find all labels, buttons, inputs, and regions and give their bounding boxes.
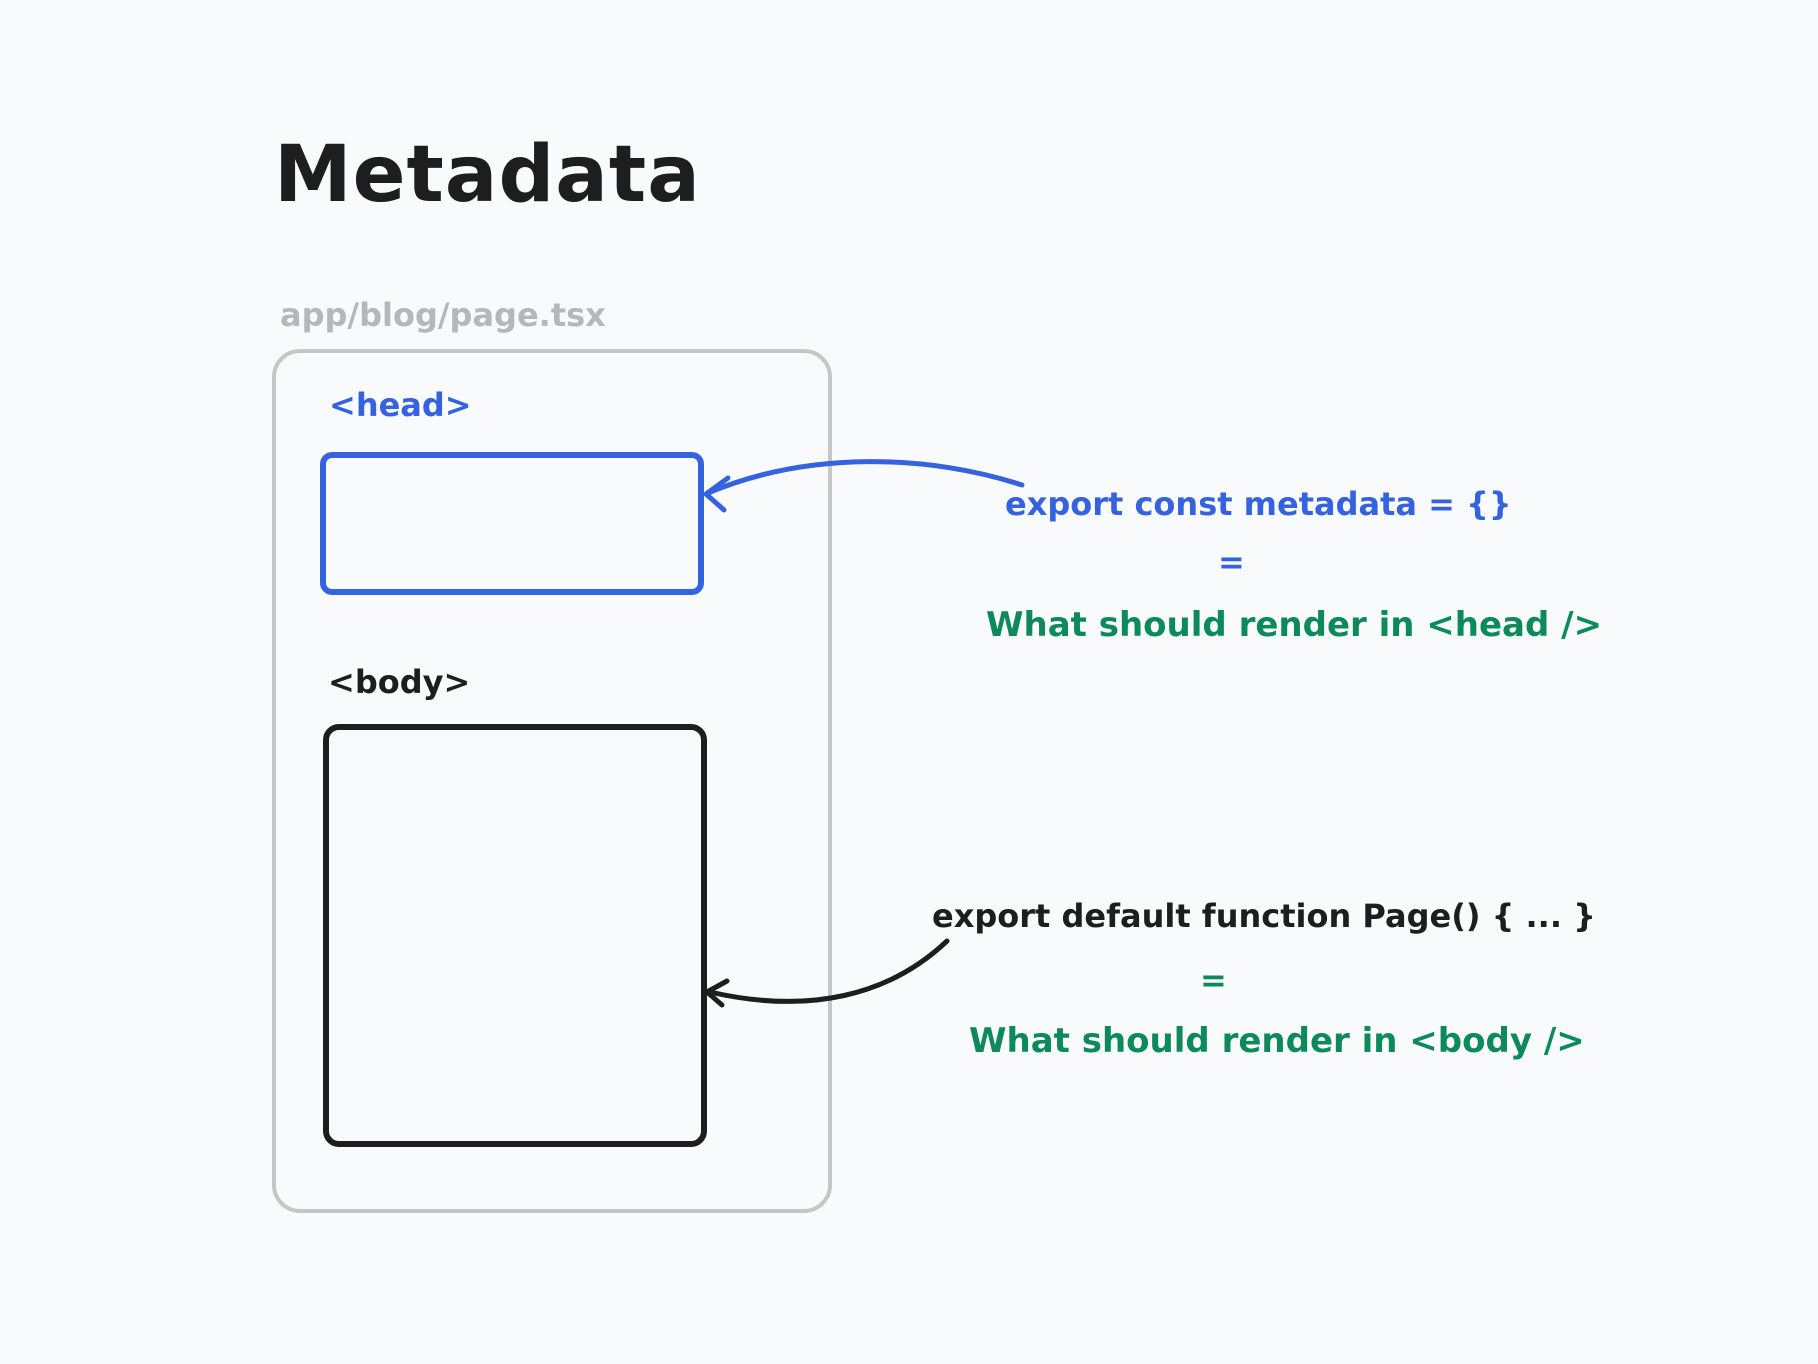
body-label: <body>	[328, 663, 471, 701]
diagram-title: Metadata	[274, 130, 701, 220]
metadata-to-head-arrow	[705, 459, 1025, 496]
head-description: What should render in <head />	[986, 605, 1603, 645]
page-arrowhead	[704, 978, 730, 1008]
head-label: <head>	[329, 386, 472, 424]
body-region-box	[323, 724, 707, 1147]
metadata-export-code: export const metadata = {}	[1005, 485, 1512, 523]
file-path-label: app/blog/page.tsx	[280, 296, 606, 334]
body-description: What should render in <body />	[969, 1021, 1585, 1061]
head-equals-sign: =	[1218, 543, 1245, 581]
metadata-arrowhead	[703, 475, 731, 513]
page-export-code: export default function Page() { ... }	[932, 897, 1596, 935]
body-equals-sign: =	[1200, 961, 1227, 999]
head-region-box	[320, 452, 704, 595]
page-file-frame	[272, 349, 832, 1213]
page-to-body-arrow	[707, 938, 950, 1004]
